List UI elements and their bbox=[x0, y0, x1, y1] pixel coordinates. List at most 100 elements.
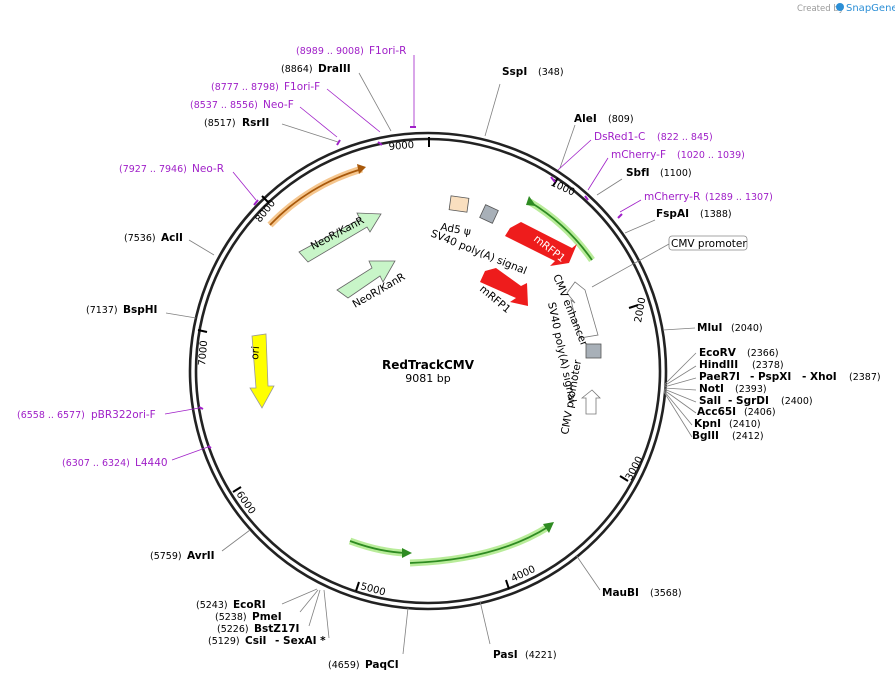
site-hindiii-name: HindIII bbox=[699, 359, 738, 371]
primer-neo-r-name: Neo-R bbox=[192, 163, 224, 175]
sv40-polya-feature-2 bbox=[585, 343, 602, 359]
cmv-enhancer-arrow bbox=[566, 281, 599, 339]
site-fspai-name: FspAI bbox=[656, 208, 689, 220]
site-acc65i-name: Acc65I bbox=[697, 406, 736, 418]
cmv-promoter-callout-text: CMV promoter bbox=[671, 238, 747, 250]
site-acli-name: AclI bbox=[161, 232, 183, 244]
site-acc65i-pos: (2406) bbox=[744, 407, 776, 418]
site-bstz17i-pos: (5226) bbox=[217, 624, 249, 635]
site-paer7i-pos: (2387) bbox=[849, 372, 881, 383]
site-rsrii-name: RsrII bbox=[242, 117, 269, 129]
site-maubi-pos: (3568) bbox=[650, 588, 682, 599]
primer-l4440-pos: (6307 .. 6324) bbox=[62, 458, 130, 469]
arc-neo bbox=[269, 168, 363, 226]
enzyme-leader-lines bbox=[165, 72, 697, 655]
site-noti-pos: (2393) bbox=[735, 384, 767, 395]
primer-f1ori-r-pos: (8989 .. 9008) bbox=[296, 46, 364, 57]
primer-mcherry-r-pos: (1289 .. 1307) bbox=[705, 192, 773, 203]
site-ecori-pos: (5243) bbox=[196, 600, 228, 611]
mrfp1-arrow-inner bbox=[480, 268, 528, 306]
ori-label: ori bbox=[249, 346, 262, 361]
tick-marks bbox=[197, 137, 639, 592]
site-bsphi-name: BspHI bbox=[123, 304, 157, 316]
arc-neo-halo bbox=[267, 165, 363, 228]
site-bglii-pos: (2412) bbox=[732, 431, 764, 442]
site-pasi-name: PasI bbox=[493, 649, 518, 661]
arc-mrfp1-head bbox=[526, 196, 536, 206]
site-ecori-name: EcoRI bbox=[233, 599, 266, 611]
site-hindiii-pos: (2378) bbox=[752, 360, 784, 371]
site-alei-name: AleI bbox=[574, 113, 597, 125]
sv40-polya-feature-1 bbox=[479, 204, 499, 224]
arc-neo-head bbox=[357, 164, 366, 174]
site-pmei-pos: (5238) bbox=[215, 612, 247, 623]
site-sexai-name: - SexAI * bbox=[275, 635, 326, 647]
site-draiii-name: DraIII bbox=[318, 63, 351, 75]
site-alei-pos: (809) bbox=[608, 114, 634, 125]
tick-label-9000: 9000 bbox=[388, 140, 414, 153]
arc-bottom-left bbox=[349, 540, 406, 554]
ad5-psi-feature bbox=[448, 195, 470, 213]
primer-l4440-name: L4440 bbox=[135, 457, 168, 469]
site-paqci-name: PaqCI bbox=[365, 659, 399, 671]
primer-dsred1-c-pos: (822 .. 845) bbox=[657, 132, 713, 143]
site-paqci-pos: (4659) bbox=[328, 660, 360, 671]
site-sali-pos: (2400) bbox=[781, 396, 813, 407]
site-rsrii-pos: (8517) bbox=[204, 118, 236, 129]
site-avrii-pos: (5759) bbox=[150, 551, 182, 562]
site-pasi-pos: (4221) bbox=[525, 650, 557, 661]
site-acli-pos: (7536) bbox=[124, 233, 156, 244]
arc-bottom-left-head bbox=[402, 548, 412, 558]
site-bsphi-pos: (7137) bbox=[86, 305, 118, 316]
site-sbfi-name: SbfI bbox=[626, 167, 650, 179]
site-pmei-name: PmeI bbox=[252, 611, 282, 623]
site-fspai-pos: (1388) bbox=[700, 209, 732, 220]
tick-label-2000: 2000 bbox=[633, 297, 648, 324]
tick-label-7000: 7000 bbox=[197, 340, 210, 366]
watermark-created-by: Created by bbox=[797, 4, 844, 14]
arc-bottom-right-head bbox=[543, 522, 554, 533]
primer-neo-r-pos: (7927 .. 7946) bbox=[119, 164, 187, 175]
primer-f1ori-f-pos: (8777 .. 8798) bbox=[211, 82, 279, 93]
site-sspi-pos: (348) bbox=[538, 67, 564, 78]
primer-pbr322ori-f-name: pBR322ori-F bbox=[91, 409, 156, 421]
mrfp1-arrow-outer bbox=[505, 222, 577, 266]
primer-f1ori-r-name: F1ori-R bbox=[369, 45, 406, 57]
site-draiii-pos: (8864) bbox=[281, 64, 313, 75]
neo-arrow-outer bbox=[298, 212, 382, 263]
snapgene-logo-icon bbox=[836, 3, 844, 11]
site-mlui-pos: (2040) bbox=[731, 323, 763, 334]
site-paer7i-name: PaeR7I bbox=[699, 371, 740, 383]
site-csii-name: CsiI bbox=[245, 635, 266, 647]
plasmid-size: 9081 bp bbox=[405, 372, 450, 385]
site-sali-name: SalI bbox=[699, 395, 721, 407]
primer-marks bbox=[198, 126, 623, 449]
primer-pbr322ori-f-pos: (6558 .. 6577) bbox=[17, 410, 85, 421]
backbone-outer bbox=[188, 131, 668, 611]
neo-arrow-inner bbox=[336, 260, 396, 299]
site-bglii-name: BglII bbox=[692, 430, 719, 442]
cmv-promoter-arrow bbox=[580, 389, 601, 415]
site-avrii-name: AvrII bbox=[187, 550, 215, 562]
site-noti-name: NotI bbox=[699, 383, 724, 395]
site-ecorv-name: EcoRV bbox=[699, 347, 737, 359]
cmv-promoter-callout bbox=[668, 235, 748, 251]
site-kpni-pos: (2410) bbox=[729, 419, 761, 430]
site-csii-pos: (5129) bbox=[208, 636, 240, 647]
site-xhoi-name: - XhoI bbox=[802, 371, 837, 383]
site-sgrdi-name: - SgrDI bbox=[728, 395, 769, 407]
watermark-brand: SnapGene bbox=[846, 3, 895, 14]
site-pspxi-name: - PspXI bbox=[750, 371, 791, 383]
tick-label-3000: 3000 bbox=[624, 455, 646, 483]
primer-dsred1-c-name: DsRed1-C bbox=[594, 131, 645, 143]
ad5-psi-label: Ad5 ψ bbox=[439, 221, 471, 238]
site-maubi-name: MauBI bbox=[602, 587, 639, 599]
primer-mcherry-f-name: mCherry-F bbox=[611, 149, 666, 161]
site-sspi-name: SspI bbox=[502, 66, 527, 78]
cmv-promoter-callout-line bbox=[591, 243, 670, 288]
primer-neo-f-pos: (8537 .. 8556) bbox=[190, 100, 258, 111]
primer-mcherry-f-pos: (1020 .. 1039) bbox=[677, 150, 745, 161]
arc-bottom-right bbox=[409, 526, 549, 564]
site-bstz17i-name: BstZ17I bbox=[254, 623, 299, 635]
